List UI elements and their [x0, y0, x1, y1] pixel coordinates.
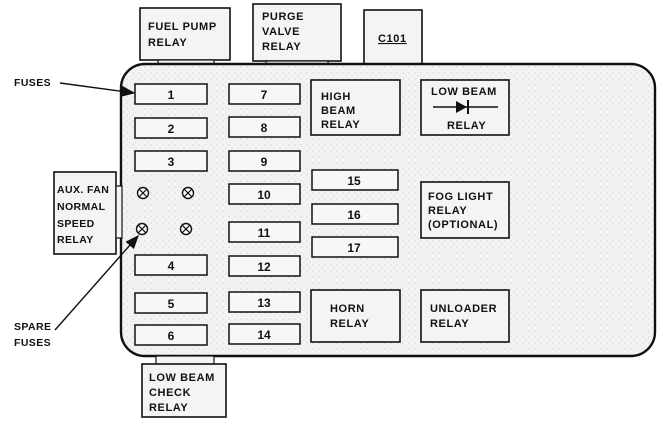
fuse-number: 14 — [257, 328, 271, 342]
fuse-3: 3 — [134, 150, 208, 172]
fuse-11: 11 — [228, 221, 301, 243]
aux-fan-relay-label-line-3: SPEED — [57, 218, 95, 230]
c101-label: C101 — [378, 33, 407, 45]
aux-fan-normal-speed-relay: AUX. FAN NORMAL SPEED RELAY — [53, 171, 123, 255]
fuse-12: 12 — [228, 255, 301, 277]
fog-light-relay-label-line-3: (OPTIONAL) — [428, 219, 498, 231]
fuse-number: 11 — [258, 226, 271, 240]
purge-valve-relay-label-line-1: PURGE — [262, 11, 304, 23]
fuse-number: 8 — [261, 121, 268, 135]
spare-fuse-icon — [179, 222, 193, 236]
fuse-number: 4 — [168, 259, 175, 273]
fuse-13: 13 — [228, 291, 301, 313]
fuse-number: 9 — [261, 155, 268, 169]
high-beam-relay-label-line-2: BEAM — [321, 105, 356, 117]
spare-fuses-callout-label-line-2: FUSES — [14, 337, 51, 349]
c101-connector: C101 — [363, 9, 423, 65]
fog-light-relay-label-line-1: FOG LIGHT — [428, 191, 493, 203]
unloader-relay-label-line-2: RELAY — [430, 318, 469, 330]
fuse-number: 15 — [347, 174, 361, 188]
low-beam-check-relay-label-line-2: CHECK — [149, 387, 191, 399]
low-beam-relay-label-line-2: RELAY — [447, 120, 486, 132]
fuse-15: 15 — [311, 169, 399, 191]
fuse-number: 6 — [168, 329, 175, 343]
spare-fuse-slots — [135, 186, 195, 236]
fuse-number: 17 — [347, 241, 361, 255]
purge-valve-relay-label-line-2: VALVE — [262, 26, 300, 38]
aux-fan-relay-label-line-1: AUX. FAN — [57, 184, 109, 196]
high-beam-relay: HIGH BEAM RELAY — [310, 79, 401, 136]
fuse-1: 1 — [134, 83, 208, 105]
fog-light-relay-label-line-2: RELAY — [428, 205, 467, 217]
fuse-number: 5 — [168, 297, 175, 311]
fuse-number: 2 — [168, 122, 175, 136]
fuse-column-3: 15 16 17 — [311, 169, 399, 258]
spare-fuse-icon — [181, 186, 195, 200]
fuel-pump-relay-label-line-2: RELAY — [148, 37, 187, 49]
low-beam-check-relay-label-line-1: LOW BEAM — [149, 372, 215, 384]
fuel-pump-relay-label-line-1: FUEL PUMP — [148, 21, 217, 33]
aux-fan-relay-label-line-2: NORMAL — [57, 201, 106, 213]
fuse-16: 16 — [311, 203, 399, 225]
low-beam-check-relay: LOW BEAM CHECK RELAY — [141, 355, 227, 418]
aux-fan-relay-label-line-4: RELAY — [57, 234, 94, 246]
fuse-number: 1 — [168, 88, 175, 102]
fuse-column-2: 7 8 9 10 11 12 13 14 — [228, 83, 301, 345]
fuse-10: 10 — [228, 183, 301, 205]
unloader-relay: UNLOADER RELAY — [420, 289, 510, 343]
fuse-8: 8 — [228, 116, 301, 138]
fuse-number: 7 — [261, 88, 268, 102]
high-beam-relay-label-line-3: RELAY — [321, 119, 360, 131]
fuse-17: 17 — [311, 236, 399, 258]
fuel-pump-relay: FUEL PUMP RELAY — [139, 7, 231, 67]
fuse-6: 6 — [134, 324, 208, 346]
fuse-number: 12 — [257, 260, 271, 274]
fuse-number: 13 — [257, 296, 271, 310]
fuse-14: 14 — [228, 323, 301, 345]
fuse-number: 16 — [347, 208, 361, 222]
spare-fuse-icon — [136, 186, 150, 200]
horn-relay-label-line-2: RELAY — [330, 318, 369, 330]
fuse-9: 9 — [228, 150, 301, 172]
spare-fuse-icon — [135, 222, 149, 236]
purge-valve-relay-label-line-3: RELAY — [262, 41, 301, 53]
low-beam-relay: LOW BEAM RELAY — [420, 79, 510, 136]
fuse-4: 4 — [134, 254, 208, 276]
low-beam-relay-label-line-1: LOW BEAM — [431, 86, 497, 98]
purge-valve-relay: PURGE VALVE RELAY — [252, 3, 342, 68]
high-beam-relay-label-line-1: HIGH — [321, 91, 351, 103]
fuse-2: 2 — [134, 117, 208, 139]
fuse-column-1: 1 2 3 4 5 6 — [134, 83, 208, 346]
fuse-number: 10 — [257, 188, 271, 202]
fuse-number: 3 — [168, 155, 175, 169]
low-beam-check-relay-label-line-3: RELAY — [149, 402, 188, 414]
fog-light-relay: FOG LIGHT RELAY (OPTIONAL) — [420, 181, 510, 239]
diode-icon — [433, 100, 498, 114]
fuse-5: 5 — [134, 292, 208, 314]
fuses-callout-label: FUSES — [14, 77, 51, 89]
fuse-7: 7 — [228, 83, 301, 105]
spare-fuses-callout: SPARE FUSES — [14, 234, 139, 349]
fuses-callout: FUSES — [14, 77, 136, 97]
horn-relay-label-line-1: HORN — [330, 303, 365, 315]
unloader-relay-label-line-1: UNLOADER — [430, 303, 497, 315]
horn-relay: HORN RELAY — [310, 289, 401, 343]
spare-fuses-callout-label-line-1: SPARE — [14, 321, 51, 333]
